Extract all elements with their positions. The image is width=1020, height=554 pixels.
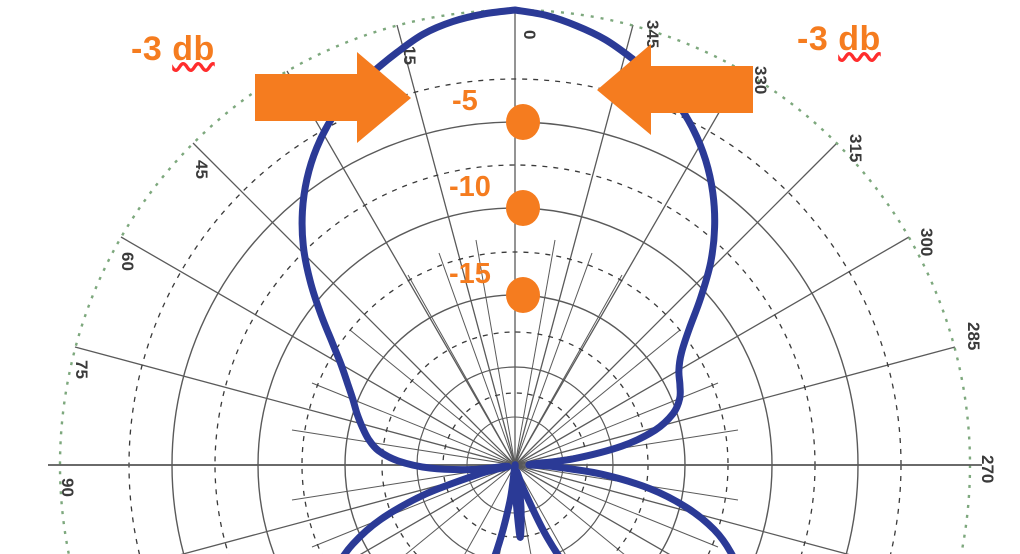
angle-label-90: 90 [58,478,77,497]
ring-label--5: -5 [452,85,478,117]
right-arrow-icon [255,52,411,143]
angle-label-345: 345 [643,20,662,48]
angle-label-0: 0 [520,30,539,39]
angle-label-315: 315 [846,134,865,162]
beamwidth-label-left-unit: db [172,30,215,68]
angle-label-285: 285 [964,322,983,350]
angle-label-330: 330 [751,66,770,94]
angle-label-300: 300 [917,228,936,256]
beamwidth-label-right-unit: db [838,20,881,58]
angle-label-45: 45 [192,160,211,179]
left-arrow-icon [597,44,753,135]
ring-dot--15 [506,277,540,313]
annotation-arrows [255,44,753,143]
angle-label-270: 270 [978,455,997,483]
ring-label--10: -10 [449,171,491,203]
ring-dot--10 [506,190,540,226]
ring-dot--5 [506,104,540,140]
beamwidth-label-left: -3 db [131,30,215,68]
beamwidth-label-right: -3 db [797,20,881,58]
radiation-pattern-curve [298,6,736,554]
ring-marker-dots [506,104,540,313]
angle-label-75: 75 [72,360,91,379]
ring-label--15: -15 [449,258,491,290]
angle-label-60: 60 [118,252,137,271]
